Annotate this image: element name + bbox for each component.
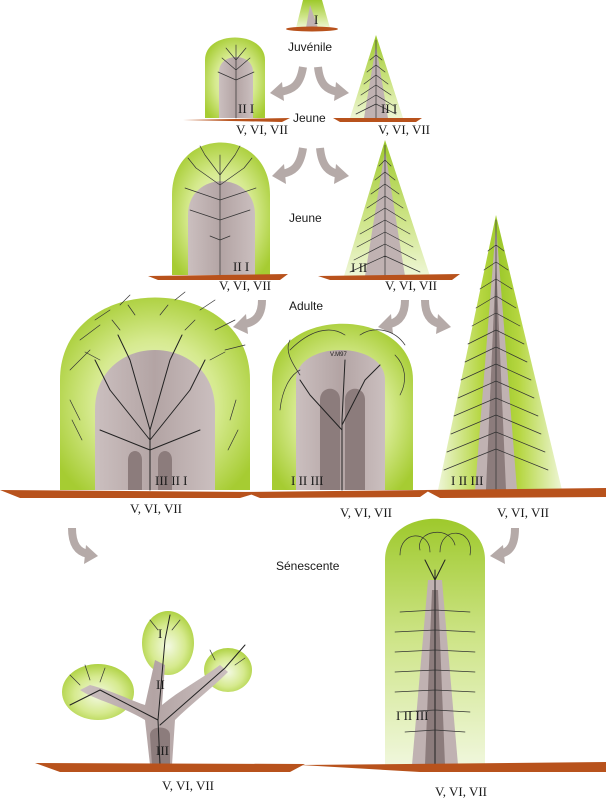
- ground-senescente-left: [35, 763, 305, 772]
- ground-juvenile: [286, 26, 338, 32]
- roots-senescente-right: V, VI, VII: [435, 784, 487, 799]
- ground-jeune1-right: [333, 118, 422, 122]
- stage-label-senescente: Sénescente: [276, 559, 340, 573]
- roots-jeune1-left: V, VI, VII: [236, 122, 288, 137]
- tree-senescente-pillar: I II III: [300, 518, 606, 772]
- stage-label-jeune-1: Jeune: [293, 111, 326, 125]
- tree-jeune1-cone: II I: [333, 35, 422, 122]
- tree-jeune2-rounded: II I: [148, 142, 288, 280]
- label-senescente-right-axes: I II III: [396, 708, 428, 723]
- arrow-adulte-right: [421, 299, 451, 334]
- arrow-juvenile-left: [270, 66, 307, 101]
- roots-senescente-left: V, VI, VII: [162, 778, 214, 793]
- arrow-jeune-right: [316, 147, 349, 184]
- arrow-juvenile-right: [314, 66, 349, 101]
- ground-adulte-middle: [245, 490, 430, 498]
- roots-adulte-left: V, VI, VII: [130, 501, 182, 516]
- label-jeune2-right-axes: I II: [351, 260, 367, 275]
- ground-adulte-left: [0, 490, 260, 498]
- label-jeune2-left-axes: II I: [233, 259, 249, 274]
- tree-senescente-vase: I II III: [35, 611, 305, 772]
- arrow-adulte-middle: [378, 299, 409, 334]
- tree-adulte-middle: V.M97 I II III: [245, 323, 430, 498]
- roots-jeune2-right: V, VI, VII: [385, 278, 437, 293]
- tree-adulte-rounded: III II I: [0, 291, 260, 498]
- ground-jeune2-right: [318, 274, 460, 280]
- tree-adulte-spire: I II III: [425, 215, 606, 498]
- label-jeune1-left-axes: II I: [238, 101, 254, 116]
- stage-label-jeune-2: Jeune: [289, 211, 322, 225]
- roots-adulte-middle: V, VI, VII: [340, 505, 392, 520]
- label-juvenile-axis: I: [314, 12, 318, 27]
- arrow-senescente-left: [68, 527, 98, 564]
- roots-jeune2-left: V, VI, VII: [219, 278, 271, 293]
- roots-jeune1-right: V, VI, VII: [378, 122, 430, 137]
- arrow-senescente-right: [490, 527, 519, 564]
- tree-jeune2-cone: I II: [318, 140, 460, 280]
- tree-juvenile: I: [286, 0, 338, 32]
- label-adulte-middle-axes: I II III: [291, 473, 323, 488]
- stage-label-adulte: Adulte: [289, 299, 323, 313]
- label-adulte-right-axes: I II III: [451, 473, 483, 488]
- label-senescente-left-top: I: [158, 626, 162, 641]
- ground-senescente-right: [300, 762, 606, 772]
- tree-code-label: V.M97: [330, 352, 347, 358]
- ground-adulte-right: [425, 488, 606, 498]
- label-jeune1-right-axes: II I: [381, 101, 397, 116]
- ground-jeune2-left: [148, 274, 288, 280]
- label-senescente-left-base: III: [156, 743, 169, 758]
- label-adulte-left-axes: III II I: [155, 473, 187, 488]
- tree-jeune1-rounded: II I: [183, 37, 290, 122]
- label-senescente-left-mid: II: [156, 677, 165, 692]
- roots-adulte-right: V, VI, VII: [497, 505, 549, 520]
- arrow-jeune-left: [272, 147, 307, 184]
- stage-label-juvenile: Juvénile: [288, 40, 332, 54]
- arrow-adulte-left: [233, 299, 266, 334]
- ground-jeune1-left: [183, 118, 290, 122]
